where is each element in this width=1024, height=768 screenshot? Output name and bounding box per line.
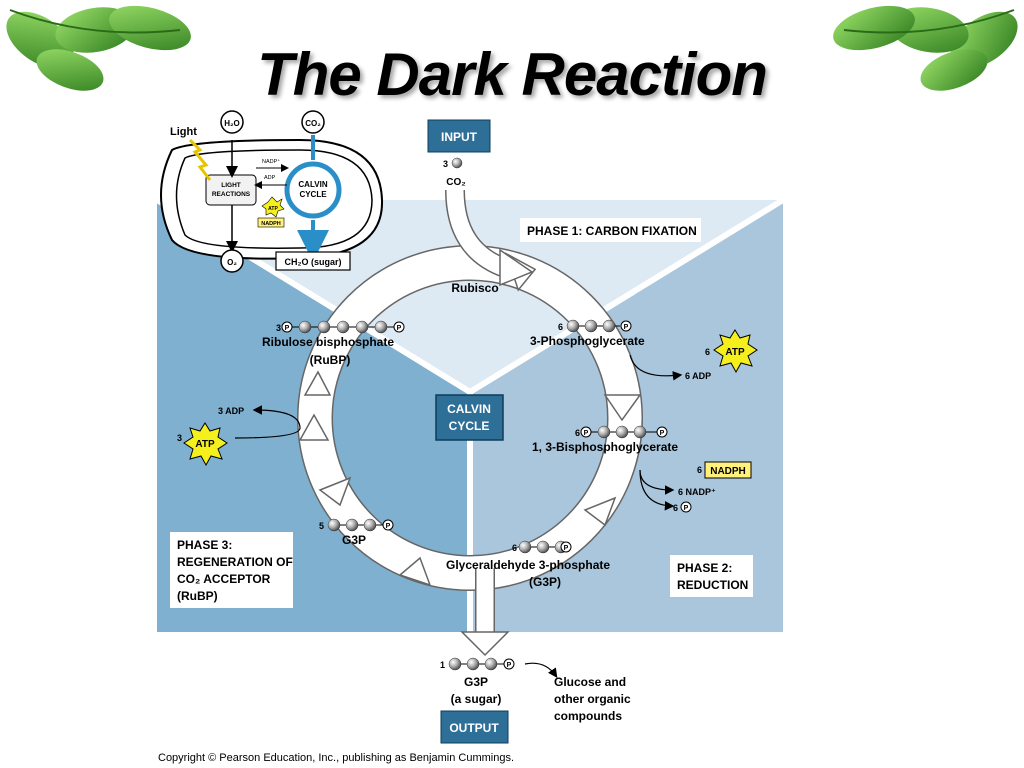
rubp-molecule-chain (281, 320, 405, 334)
input-label: INPUT (441, 130, 478, 144)
nadph-count: 6 (697, 465, 702, 475)
inset-atp-label: ATP (268, 206, 278, 212)
bpg-count: 6 (575, 428, 580, 438)
phosphate-label: P (386, 523, 391, 530)
phase2-line1: PHASE 2: (677, 561, 732, 575)
phase3-line1: PHASE 3: (177, 538, 232, 552)
output-products-line3: compounds (554, 709, 622, 723)
bpg-molecule-chain (580, 425, 668, 439)
inset-sugar-label: CH₂O (sugar) (284, 257, 341, 267)
g3p-abbr: (G3P) (529, 575, 561, 589)
phase3-label-box (170, 532, 293, 608)
atp1-count: 6 (705, 347, 710, 357)
output-name: G3P (464, 675, 488, 689)
output-box (440, 710, 509, 744)
inset-calvin-line2: CYCLE (299, 190, 327, 199)
rubp-count: 3 (276, 323, 281, 333)
chloroplast-inset (160, 135, 384, 262)
inset-co2-label: CO₂ (305, 119, 321, 128)
output-count: 1 (440, 660, 445, 670)
inset-calvin-line1: CALVIN (298, 180, 327, 189)
phosphate-label: P (507, 662, 512, 669)
inset-h2o-label: H₂O (224, 119, 240, 128)
leaves-right-decoration (833, 5, 1018, 91)
inset-adp-label: ADP (264, 175, 276, 181)
phase2-line2: REDUCTION (677, 578, 748, 592)
calvin-cycle-box (435, 394, 504, 441)
phosphate-label: P (684, 505, 689, 512)
inset-nadph-label: NADPH (261, 221, 281, 227)
input-molecule: CO₂ (446, 177, 465, 188)
phosphate-label: P (624, 324, 629, 331)
inset-light-label: Light (170, 126, 197, 138)
g3p-molecule-chain (518, 540, 572, 554)
rubp-label: Ribulose bisphosphate (262, 335, 394, 349)
nadph-label: NADPH (710, 466, 746, 477)
phase3-line2: REGENERATION OF (177, 555, 293, 569)
pi-count: 6 (673, 503, 678, 513)
copyright-notice: Copyright © Pearson Education, Inc., pub… (158, 752, 515, 764)
g3p-recycle-count: 5 (319, 521, 324, 531)
phosphate-icon (680, 501, 692, 513)
output-sub: (a sugar) (451, 692, 502, 706)
phosphate-label: P (584, 430, 589, 437)
atp-starburst-phase2 (713, 329, 758, 374)
leaves-left-decoration (6, 5, 191, 91)
calvin-cycle-line2: CYCLE (449, 419, 490, 433)
phase2-label-box (670, 555, 753, 597)
input-count: 3 (443, 159, 448, 169)
phosphate-label: P (285, 325, 290, 332)
inset-light-reactions-line2: REACTIONS (212, 191, 251, 198)
phase1-label: PHASE 1: CARBON FIXATION (527, 224, 697, 238)
rubisco-label: Rubisco (451, 281, 498, 295)
phase3-line3: CO₂ ACCEPTOR (177, 572, 271, 586)
phase1-label-box (520, 218, 701, 242)
output-products-line2: other organic (554, 692, 631, 706)
inset-o2-label: O₂ (227, 258, 237, 267)
atp-starburst-phase3 (183, 422, 228, 467)
calvin-cycle-line1: CALVIN (447, 402, 491, 416)
nadp-label: 6 NADP⁺ (678, 487, 716, 497)
g3p-label: Glyceraldehyde 3-phosphate (446, 558, 610, 572)
slide-title: The Dark Reaction (257, 41, 768, 108)
inset-nadp-label: NADP⁺ (262, 158, 280, 165)
pga-count: 6 (558, 322, 563, 332)
inset-light-reactions-line1: LIGHT (221, 182, 241, 189)
input-box (427, 119, 491, 153)
pga-molecule-chain (566, 319, 632, 333)
co2-molecule-icon (451, 157, 463, 169)
atp1-label: ATP (725, 347, 745, 358)
phase3-line4: (RuBP) (177, 589, 218, 603)
phosphate-label: P (660, 430, 665, 437)
phosphate-label: P (397, 325, 402, 332)
g3p-recycle-molecule-chain (327, 518, 394, 532)
adp-regen-label: 3 ADP (218, 406, 244, 416)
output-molecule-chain (448, 657, 515, 671)
output-products-line1: Glucose and (554, 675, 626, 689)
g3p-recycle-label: G3P (342, 533, 366, 547)
adp1-label: 6 ADP (685, 371, 711, 381)
nadph-box (704, 461, 752, 479)
pga-label: 3-Phosphoglycerate (530, 334, 645, 348)
g3p-count: 6 (512, 543, 517, 553)
rubp-abbr: (RuBP) (310, 353, 351, 367)
phosphate-label: P (564, 545, 569, 552)
atp-regen-count: 3 (177, 433, 182, 443)
output-label: OUTPUT (449, 721, 499, 735)
atp-regen-label: ATP (195, 439, 215, 450)
bpg-label: 1, 3-Bisphosphoglycerate (532, 440, 678, 454)
